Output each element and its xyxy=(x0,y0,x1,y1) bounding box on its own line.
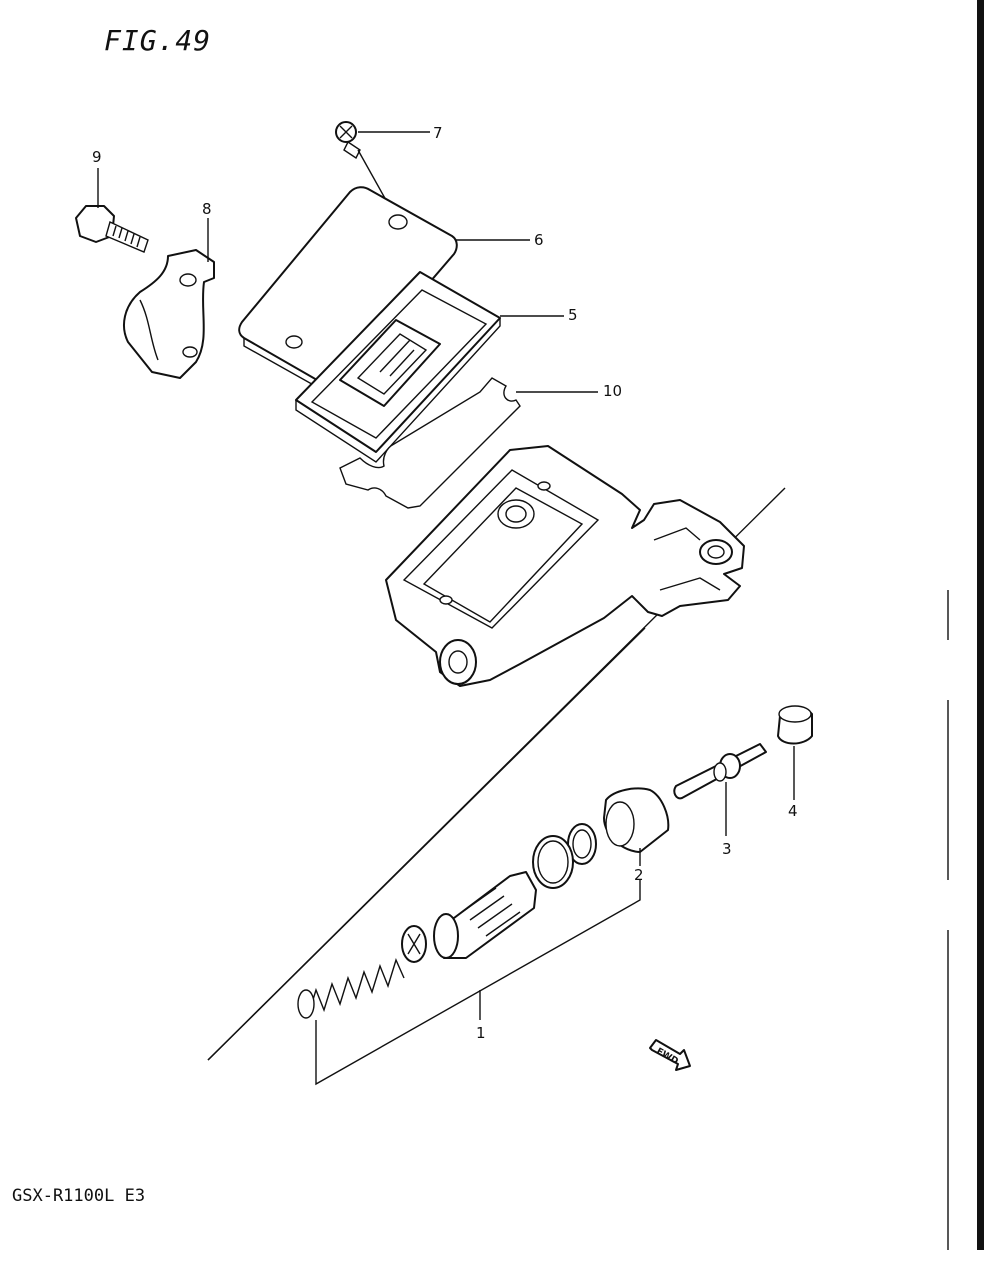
spring-part-1 xyxy=(297,958,405,1019)
diaphragm-part-5 xyxy=(295,271,501,463)
callout-10: 10 xyxy=(603,382,622,400)
callout-9: 9 xyxy=(92,148,102,166)
gasket-part-10 xyxy=(339,377,521,509)
callout-1: 1 xyxy=(476,1024,486,1042)
pushrod-part-3 xyxy=(673,743,767,800)
callout-8: 8 xyxy=(202,200,212,218)
clamp-part-8 xyxy=(123,249,215,379)
guide-line-lower xyxy=(207,627,646,1061)
callout-4: 4 xyxy=(788,802,798,820)
fwd-arrow-icon: FWD xyxy=(649,1039,691,1071)
callout-6: 6 xyxy=(534,231,544,249)
screw-part-7 xyxy=(335,121,361,160)
master-cylinder-body xyxy=(385,445,745,687)
page-border-bar xyxy=(977,0,984,1250)
callout-7: 7 xyxy=(433,124,443,142)
piston-part-1 xyxy=(401,871,537,963)
bracket-1 xyxy=(315,880,641,1086)
figure-title: FIG.49 xyxy=(104,24,212,57)
model-label: GSX-R1100L E3 xyxy=(12,1186,146,1206)
cover-part-6 xyxy=(238,186,458,393)
bolt-part-9 xyxy=(75,205,149,253)
callout-3: 3 xyxy=(722,840,732,858)
callout-5: 5 xyxy=(568,306,578,324)
cap-part-4 xyxy=(777,705,813,745)
boot-part-2 xyxy=(532,787,670,889)
callout-2: 2 xyxy=(634,866,644,884)
